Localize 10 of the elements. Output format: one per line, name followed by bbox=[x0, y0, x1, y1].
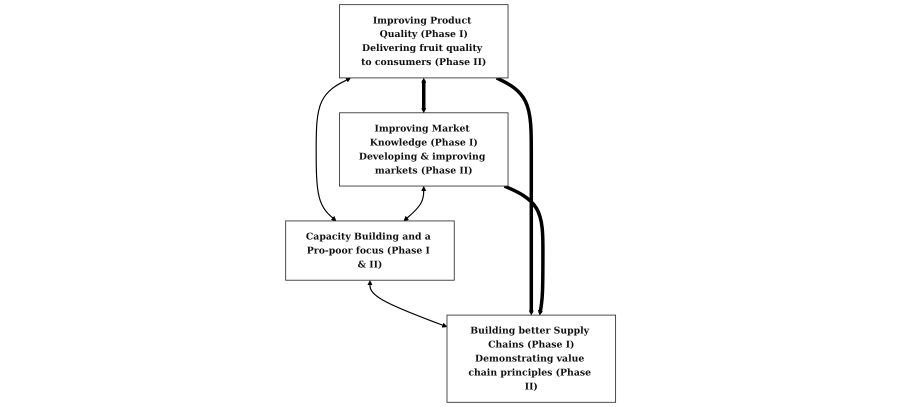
arrow bbox=[368, 280, 448, 328]
node-box: Improving Product Quality (Phase I) Delivering fruit quality to consumers (Phase II) bbox=[339, 4, 509, 78]
node-box: Improving Market Knowledge (Phase I) Developing & improving markets (Phase II) bbox=[339, 112, 509, 186]
node-box: Building better Supply Chains (Phase I) Demonstrating value chain principles (Phase II) bbox=[446, 314, 616, 403]
node-box: Capacity Building and a Pro-poor focus (Phase I & II) bbox=[286, 220, 456, 281]
arrow bbox=[504, 184, 546, 316]
arrow bbox=[496, 76, 534, 316]
arrow bbox=[404, 186, 427, 222]
arrow bbox=[316, 78, 352, 222]
arrow bbox=[422, 78, 427, 114]
